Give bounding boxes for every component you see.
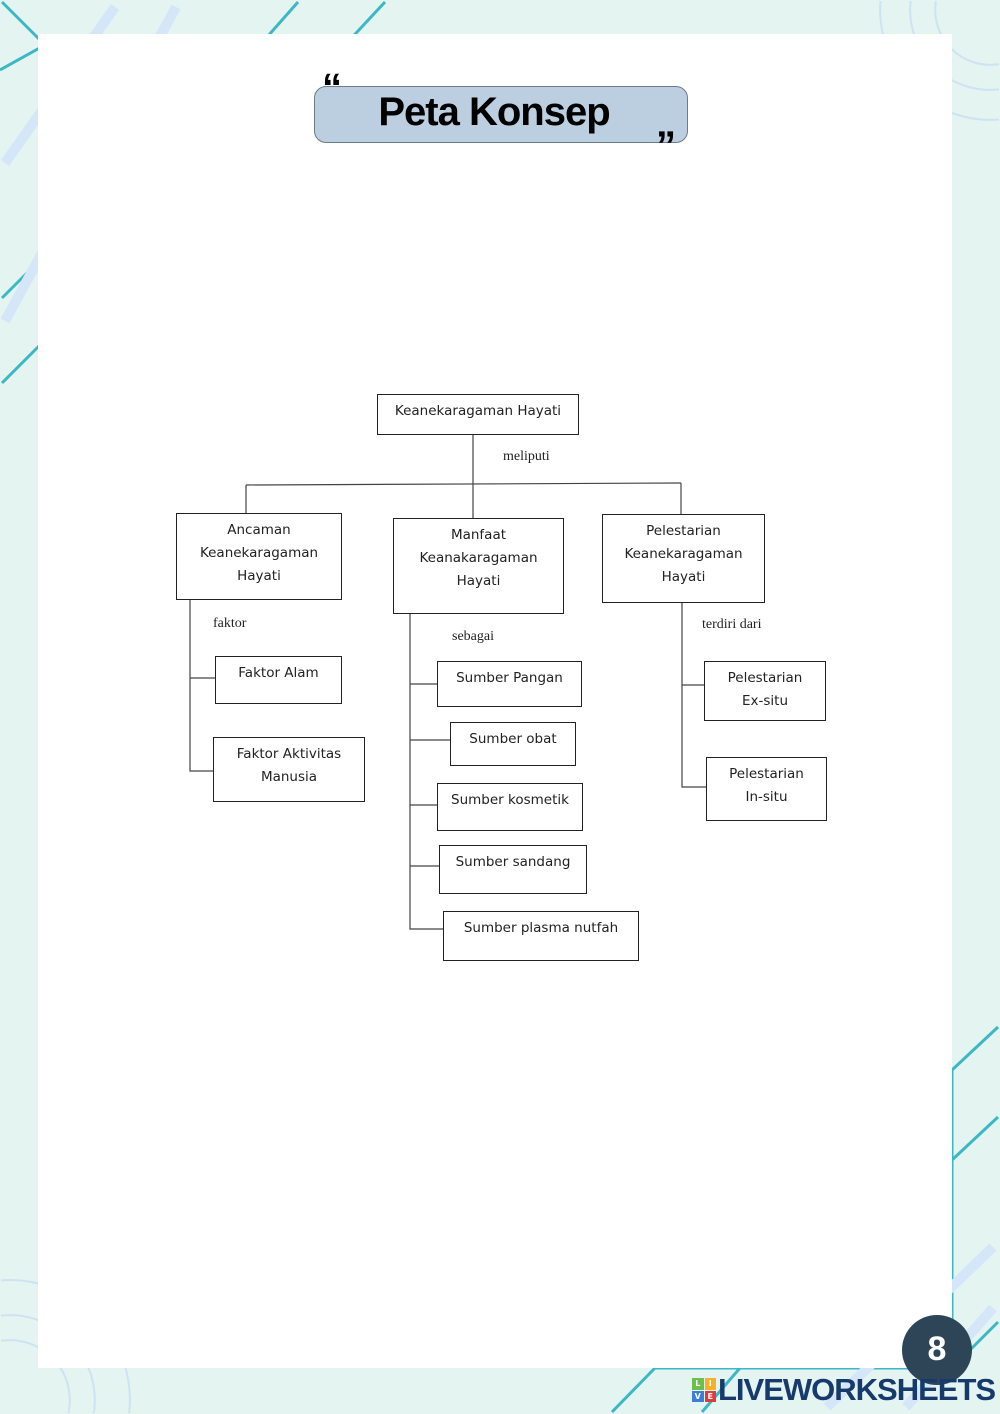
concept-box: Sumber kosmetik [437,783,583,831]
open-quote-icon: “ [322,66,342,110]
logo-letter: L [692,1378,704,1390]
concept-box: Ancaman Keanekaragaman Hayati [176,513,342,600]
logo-letter: V [692,1390,704,1402]
concept-box: Sumber plasma nutfah [443,911,639,961]
link-label: sebagai [452,629,494,644]
concept-box: Faktor Aktivitas Manusia [213,737,365,802]
link-label: terdiri dari [702,617,762,632]
page-title: Peta Konsep [378,90,610,134]
logo-letter: E [704,1390,716,1402]
concept-root: Keanekaragaman Hayati [377,394,579,435]
concept-box: Pelestarian Ex-situ [704,661,826,721]
concept-box: Pelestarian Keanekaragaman Hayati [602,514,765,603]
close-quote-icon: ” [656,124,676,168]
concept-box: Sumber obat [450,722,576,766]
page-number-badge: 8 [902,1315,972,1385]
brand-watermark: LIVEWORKSHEETS [718,1372,996,1407]
liveworksheets-logo-icon: L I V E [692,1378,716,1402]
title-banner [314,86,688,143]
concept-box: Pelestarian In-situ [706,757,827,821]
concept-box: Manfaat Keanakaragaman Hayati [393,518,564,614]
link-label: meliputi [503,449,550,464]
concept-box: Faktor Alam [215,656,342,704]
link-label: faktor [213,616,247,631]
logo-letter: I [704,1378,716,1390]
concept-box: Sumber Pangan [437,661,582,707]
concept-box: Sumber sandang [439,845,587,894]
